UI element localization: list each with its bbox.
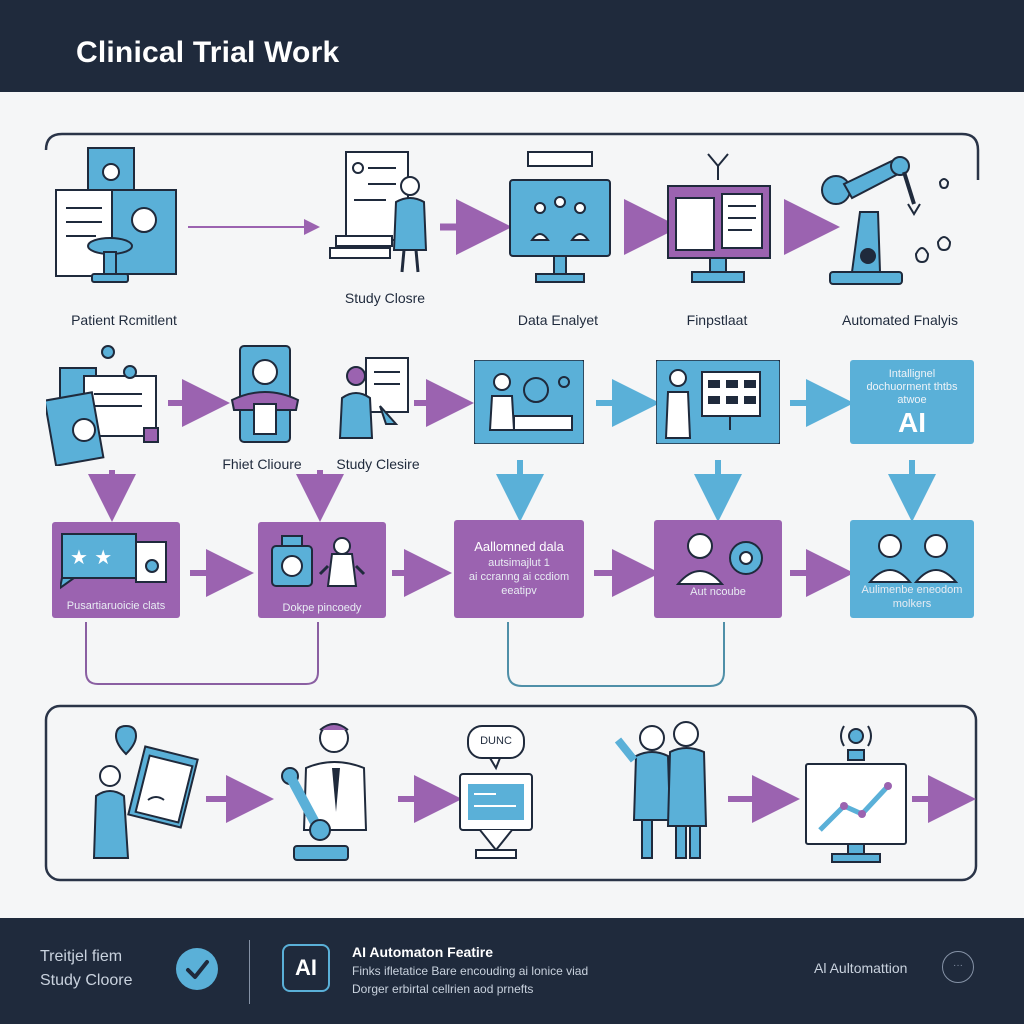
- loop-blue: [507, 622, 725, 687]
- process-card-3-line-4: eeatipv: [501, 585, 537, 597]
- process-card-4: Aut ncoube: [654, 520, 782, 618]
- footer-bar: [0, 918, 1024, 1024]
- ai-card-line-2: dochuorment thtbs: [866, 381, 958, 393]
- process-card-3-line-2: autsimajlut 1: [488, 557, 550, 569]
- feature-title: AI Automaton Featire: [352, 944, 494, 960]
- feature-line-2: Dorger erbirtal cellrien aod prnefts: [352, 982, 534, 996]
- robot-arm-doctor-icon: [281, 723, 368, 861]
- footer-left-line-1: Treitjel fiem: [40, 948, 123, 965]
- feature-line-1: Finks ifletatice Bare encouding ai lonic…: [352, 964, 589, 978]
- two-doctors-icon: [614, 721, 708, 859]
- ellipsis-circle-icon[interactable]: ···: [942, 951, 974, 983]
- lab-analysis-card-icon: [474, 360, 584, 444]
- process-card-1: ★ ★ Pusartiaruoicie clats: [52, 522, 180, 618]
- researcher-documents-icon: [338, 357, 409, 439]
- patient-files-icon: [46, 345, 159, 466]
- footer-divider: [249, 940, 250, 1004]
- process-card-5: Aulimenbe eneodom molkers: [850, 520, 974, 618]
- step-label-study-clesire: Study Clesire: [336, 456, 420, 472]
- process-card-4-label: Aut ncoube: [690, 586, 746, 598]
- process-card-1-label: Pusartiaruoicie clats: [66, 600, 166, 612]
- step-label-fhiet-closure: Fhiet Clioure: [222, 456, 302, 472]
- chat-monitor-icon: [459, 725, 533, 859]
- svg-text:★ ★: ★ ★: [70, 545, 112, 569]
- process-card-2: Dokpe pincoedy: [258, 522, 386, 618]
- step-label-finpstlaat: Finpstlaat: [686, 312, 748, 328]
- ai-card-line-3: atwoe: [897, 394, 927, 406]
- clinician-clipboard-icon: [92, 724, 199, 859]
- page-title: Clinical Trial Work: [76, 36, 340, 69]
- stars-review-icon: ★ ★: [60, 533, 167, 590]
- ai-card-line-1: Intallignel: [888, 368, 936, 380]
- process-card-3: Aallomned dala autsimajlut 1 ai ccranng …: [454, 520, 584, 618]
- step-label-automated-analysis: Automated Fnalyis: [842, 312, 958, 328]
- lab-equipment-icon: [271, 535, 366, 587]
- check-icon: [176, 948, 218, 990]
- footer-left-line-2: Study Cloore: [40, 972, 133, 989]
- process-card-5-line-1: Aulimenbe eneodom: [861, 584, 963, 596]
- process-card-3-line-3: ai ccranng ai ccdiom: [468, 571, 570, 583]
- step-label-patient: Patient Rcmitlent: [71, 312, 177, 328]
- ai-badge-icon: AI: [282, 944, 330, 992]
- ai-document-card: Intallignel dochuorment thtbs atwoe AI: [850, 360, 974, 444]
- two-people-icon: [867, 534, 959, 583]
- data-analysis-monitor-icon: [509, 151, 611, 283]
- patient-records-icon: [55, 147, 177, 283]
- person-scan-icon: [675, 533, 763, 585]
- staff-badge-icon: [230, 345, 300, 443]
- loop-purple: [85, 622, 319, 685]
- report-monitor-icon: [667, 153, 771, 283]
- header-bar: Clinical Trial Work: [0, 0, 1024, 92]
- row4-frame: [44, 704, 978, 882]
- chat-bubble-text: DUNC: [480, 735, 512, 747]
- ai-card-badge: AI: [898, 407, 926, 438]
- row1-frame: [44, 132, 980, 180]
- growth-chart-monitor-icon: [805, 725, 907, 863]
- process-card-5-line-2: molkers: [892, 598, 932, 610]
- study-closure-person-icon: [329, 151, 428, 273]
- process-card-3-title: Aallomned dala: [474, 539, 564, 554]
- doctor-dashboard-card-icon: [656, 360, 780, 444]
- robot-arm-icon: [821, 156, 952, 285]
- process-card-2-label: Dokpe pincoedy: [282, 602, 362, 614]
- step-label-data-analysis: Data Enalyet: [517, 312, 599, 328]
- step-label-study-closure: Study Closre: [344, 290, 426, 306]
- footer-right-text: Al Aultomattion: [814, 960, 908, 976]
